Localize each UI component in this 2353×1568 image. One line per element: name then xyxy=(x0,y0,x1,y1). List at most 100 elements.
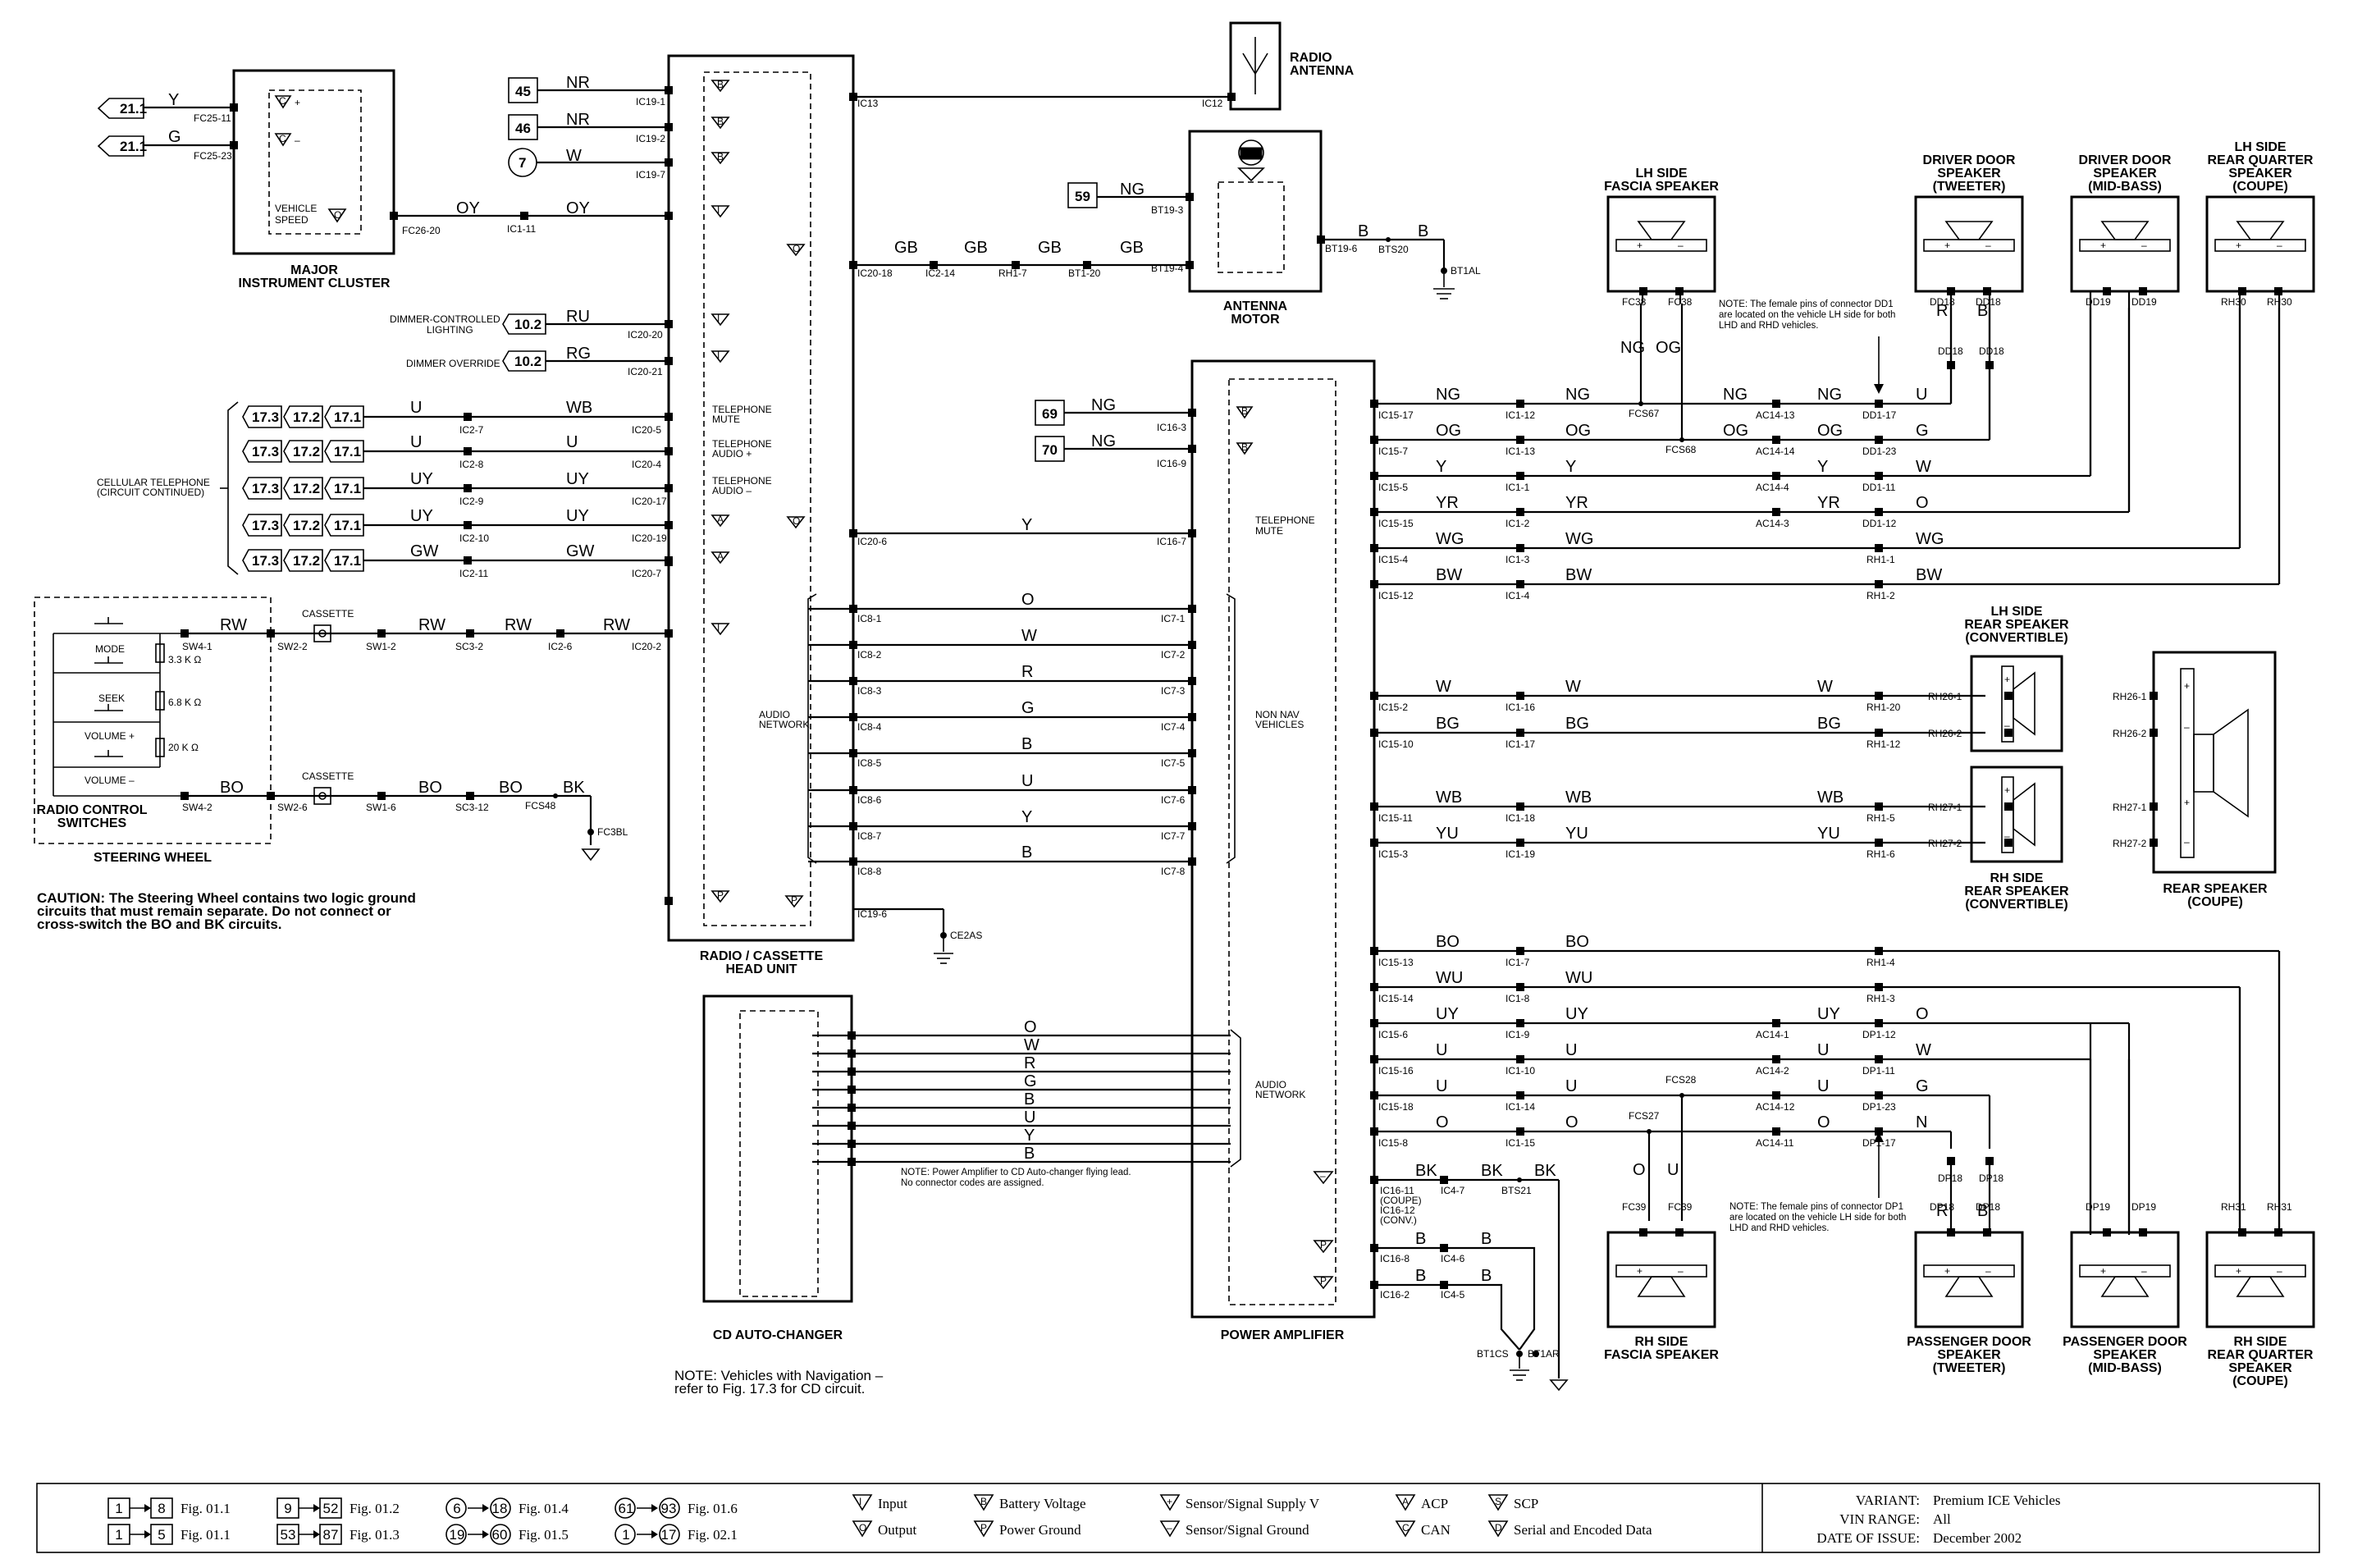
svg-text:P: P xyxy=(980,1522,987,1534)
svg-text:U: U xyxy=(1817,1041,1829,1059)
svg-text:IC1-13: IC1-13 xyxy=(1505,446,1535,457)
svg-text:YU: YU xyxy=(1565,825,1588,843)
svg-text:IC4-7: IC4-7 xyxy=(1441,1185,1465,1196)
svg-text:BK: BK xyxy=(1534,1162,1556,1180)
svg-text:GB: GB xyxy=(964,239,988,257)
svg-text:IC7-6: IC7-6 xyxy=(1161,794,1186,806)
svg-text:U: U xyxy=(410,399,422,417)
head-unit-left-inputs: 45 46 7 NR NR W IC19-1 IC19-2 IC19-7 10.… xyxy=(390,74,669,377)
svg-text:IC15-6: IC15-6 xyxy=(1378,1029,1408,1040)
svg-text:BG: BG xyxy=(1565,715,1589,733)
svg-text:POWER AMPLIFIER: POWER AMPLIFIER xyxy=(1221,1328,1345,1342)
svg-text:LIGHTING: LIGHTING xyxy=(427,324,473,336)
svg-text:G: G xyxy=(1024,1072,1037,1090)
svg-text:NR: NR xyxy=(566,111,590,129)
svg-text:O: O xyxy=(1024,1018,1037,1036)
svg-text:AC14-1: AC14-1 xyxy=(1756,1029,1789,1040)
svg-text:DIMMER-CONTROLLED: DIMMER-CONTROLLED xyxy=(390,313,500,325)
svg-text:UY: UY xyxy=(410,507,433,525)
svg-text:I: I xyxy=(717,313,720,324)
svg-text:IC16-9: IC16-9 xyxy=(1157,458,1186,469)
svg-text:IC8-4: IC8-4 xyxy=(857,721,882,733)
svg-text:5: 5 xyxy=(158,1527,165,1543)
svg-text:IC1-4: IC1-4 xyxy=(1505,590,1530,601)
svg-text:IC16-8: IC16-8 xyxy=(1380,1253,1410,1264)
svg-text:B: B xyxy=(1241,405,1248,417)
svg-text:IC16-11: IC16-11 xyxy=(1380,1185,1414,1196)
svg-text:61: 61 xyxy=(619,1501,634,1516)
svg-text:–: – xyxy=(1320,1170,1326,1182)
svg-text:W: W xyxy=(1916,458,1931,476)
svg-text:IC19-7: IC19-7 xyxy=(636,169,665,181)
svg-text:BO: BO xyxy=(499,779,523,797)
svg-text:RH27-2: RH27-2 xyxy=(1928,838,1962,849)
svg-text:RH1-20: RH1-20 xyxy=(1866,702,1901,713)
svg-text:RH1-5: RH1-5 xyxy=(1866,812,1895,824)
svg-text:IC15-11: IC15-11 xyxy=(1378,812,1413,824)
svg-text:IC8-1: IC8-1 xyxy=(857,613,882,624)
svg-text:IC20-19: IC20-19 xyxy=(632,533,667,544)
svg-text:VOLUME +: VOLUME + xyxy=(85,730,135,742)
svg-text:U: U xyxy=(1021,772,1033,790)
svg-text:U: U xyxy=(1024,1109,1035,1127)
svg-text:IC16-3: IC16-3 xyxy=(1157,422,1186,433)
svg-text:18: 18 xyxy=(492,1501,508,1516)
svg-text:IC1-11: IC1-11 xyxy=(507,223,536,235)
svg-text:IC19-2: IC19-2 xyxy=(636,133,665,144)
svg-text:P: P xyxy=(1320,1239,1327,1250)
svg-text:AC14-14: AC14-14 xyxy=(1756,446,1795,457)
svg-text:NG: NG xyxy=(1565,386,1590,404)
svg-text:RH26-1: RH26-1 xyxy=(2113,691,2147,702)
svg-text:DP1-23: DP1-23 xyxy=(1862,1101,1896,1113)
svg-text:Y: Y xyxy=(168,91,179,109)
svg-text:DP18: DP18 xyxy=(1938,1173,1962,1184)
svg-text:B: B xyxy=(717,151,724,162)
svg-text:W: W xyxy=(1024,1036,1039,1054)
svg-text:FCS68: FCS68 xyxy=(1665,444,1697,455)
svg-text:7: 7 xyxy=(519,155,526,171)
svg-text:FC25-11: FC25-11 xyxy=(194,112,231,124)
svg-text:Fig. 01.4: Fig. 01.4 xyxy=(519,1501,569,1516)
svg-text:93: 93 xyxy=(661,1501,677,1516)
svg-text:10.2: 10.2 xyxy=(514,354,541,369)
svg-text:–: – xyxy=(2184,721,2190,733)
svg-text:WB: WB xyxy=(1565,789,1592,807)
svg-text:DD1-17: DD1-17 xyxy=(1862,409,1897,421)
svg-text:IC15-5: IC15-5 xyxy=(1378,482,1408,493)
svg-text:O: O xyxy=(1633,1161,1646,1179)
svg-text:59: 59 xyxy=(1075,189,1090,204)
svg-text:IC7-3: IC7-3 xyxy=(1161,685,1186,697)
svg-text:–: – xyxy=(1985,240,1991,251)
svg-text:+: + xyxy=(2004,784,2010,796)
svg-text:RH27-1: RH27-1 xyxy=(2113,802,2147,813)
steering-wheel-wires: RW SW2-2 CASSETTE SW1-2 RW SC3-2 RW IC2-… xyxy=(189,608,669,862)
svg-text:BO: BO xyxy=(418,779,442,797)
svg-text:IC15-2: IC15-2 xyxy=(1378,702,1408,713)
svg-text:SEEK: SEEK xyxy=(98,693,125,704)
svg-text:NG: NG xyxy=(1723,386,1748,404)
svg-text:17.3: 17.3 xyxy=(252,553,279,569)
svg-text:–: – xyxy=(2277,240,2282,251)
svg-text:HEAD UNIT: HEAD UNIT xyxy=(725,962,797,976)
svg-text:MOTOR: MOTOR xyxy=(1231,313,1280,327)
svg-text:Input: Input xyxy=(878,1496,907,1511)
svg-text:AC14-12: AC14-12 xyxy=(1756,1101,1795,1113)
svg-text:WB: WB xyxy=(1817,789,1844,807)
svg-text:46: 46 xyxy=(515,121,531,136)
svg-text:+: + xyxy=(1637,240,1643,251)
svg-text:U: U xyxy=(1667,1161,1679,1179)
svg-text:VOLUME –: VOLUME – xyxy=(85,775,135,786)
svg-text:D: D xyxy=(1495,1522,1502,1534)
svg-text:N: N xyxy=(1916,1113,1927,1131)
svg-text:17.2: 17.2 xyxy=(293,409,320,425)
svg-text:IC2-7: IC2-7 xyxy=(459,424,484,436)
svg-text:A: A xyxy=(1402,1496,1409,1507)
svg-text:BK: BK xyxy=(1415,1162,1437,1180)
